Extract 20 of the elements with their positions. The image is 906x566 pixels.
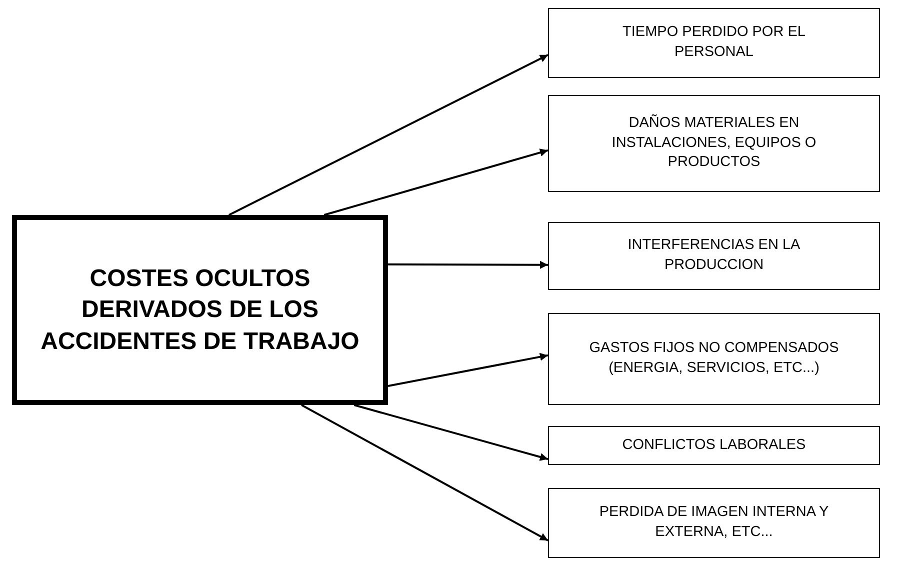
arrow (388, 260, 548, 269)
box-text: GASTOS FIJOS NO COMPENSADOS (ENERGIA, SERVICIOS, ETC...) (588, 339, 840, 378)
cost-box (548, 426, 880, 465)
arrow (354, 404, 548, 461)
cost-box (548, 95, 880, 192)
arrow (301, 404, 548, 542)
cost-box (548, 8, 880, 78)
arrow (388, 352, 548, 387)
box-text: INTERFERENCIAS EN LA PRODUCCION (626, 236, 802, 275)
box-text: CONFLICTOS LABORALES (622, 436, 806, 455)
box-text: PERDIDA DE IMAGEN INTERNA Y EXTERNA, ETC... (598, 503, 830, 542)
main-box (12, 215, 388, 405)
arrow (228, 54, 548, 216)
box-text: TIEMPO PERDIDO POR EL PERSONAL (622, 23, 806, 62)
box-text: DAÑOS MATERIALES EN INSTALACIONES, EQUIPOS O PRODUCTOS (610, 114, 818, 172)
cost-box (548, 313, 880, 405)
main-title: COSTES OCULTOS DERIVADOS DE LOS ACCIDENTES DE TRABAJO (40, 264, 360, 357)
cost-box (548, 222, 880, 290)
arrow (324, 148, 548, 216)
cost-box (548, 488, 880, 558)
